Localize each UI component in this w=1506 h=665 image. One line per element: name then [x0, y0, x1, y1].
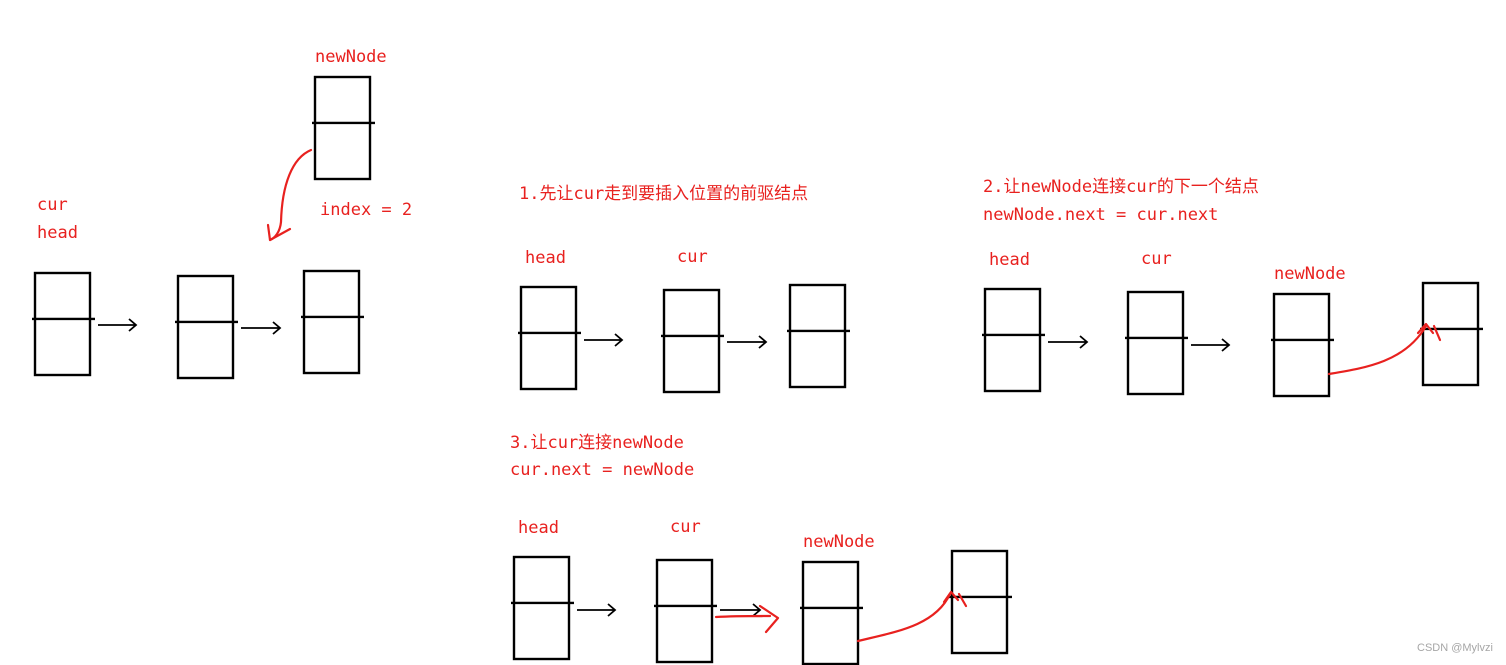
step3-node-head — [511, 555, 574, 661]
step3-node-next — [949, 549, 1012, 655]
step2-link-stroke — [1327, 324, 1428, 376]
step3-newnode-box — [800, 560, 863, 665]
diagram1-index-label: index = 2 — [320, 200, 413, 220]
step3-title: 3.让cur连接newNode — [510, 433, 684, 453]
diagram1-node-1 — [32, 271, 95, 377]
diagram1-cur-label: cur — [37, 195, 68, 215]
step1-arrow-2 — [727, 335, 768, 349]
step3-arrow-2 — [720, 603, 762, 617]
diagram1-arrow-2 — [241, 321, 282, 335]
step3-head-label: head — [518, 518, 559, 538]
step2-head-label: head — [989, 250, 1030, 270]
step2-arrow-1 — [1048, 335, 1089, 349]
step2-code: newNode.next = cur.next — [983, 205, 1219, 225]
step2-newnode-label: newNode — [1274, 264, 1346, 284]
step2-title: 2.让newNode连接cur的下一个结点 — [983, 177, 1259, 197]
step3-node-cur — [654, 558, 717, 664]
step1-cur-label: cur — [677, 247, 708, 267]
diagram1-head-label: head — [37, 223, 78, 243]
step1-title: 1.先让cur走到要插入位置的前驱结点 — [519, 184, 809, 204]
diagram1-newnode-label: newNode — [315, 47, 387, 67]
step3-arrow-1 — [577, 603, 617, 617]
step1-node-3 — [787, 283, 850, 389]
diagram1-insert-arrow-head — [266, 223, 292, 242]
step3-link-next-stroke — [856, 592, 952, 643]
watermark: CSDN @Mylvzi — [1417, 642, 1493, 654]
step2-node-cur — [1125, 290, 1188, 396]
step1-head-label: head — [525, 248, 566, 268]
step2-arrow-2 — [1191, 338, 1231, 352]
diagram1-node-2 — [175, 274, 238, 380]
step3-newnode-label: newNode — [803, 532, 875, 552]
step3-code: cur.next = newNode — [510, 460, 695, 480]
step2-node-next — [1420, 281, 1483, 387]
step3-link-next-head — [942, 590, 968, 608]
step2-node-head — [982, 287, 1045, 393]
step1-node-cur — [661, 288, 724, 394]
step1-node-head — [518, 285, 581, 391]
diagram1-arrow-1 — [98, 318, 138, 332]
step2-cur-label: cur — [1141, 249, 1172, 269]
diagram1-insert-arrow-stroke — [268, 148, 313, 242]
step1-arrow-1 — [584, 333, 624, 347]
step3-link-to-newnode — [714, 604, 780, 634]
diagram1-newnode-box — [312, 75, 375, 181]
step2-newnode-box — [1271, 292, 1334, 398]
diagram1-node-3 — [301, 269, 364, 375]
step3-cur-label: cur — [670, 517, 701, 537]
step2-link-head — [1416, 322, 1442, 342]
